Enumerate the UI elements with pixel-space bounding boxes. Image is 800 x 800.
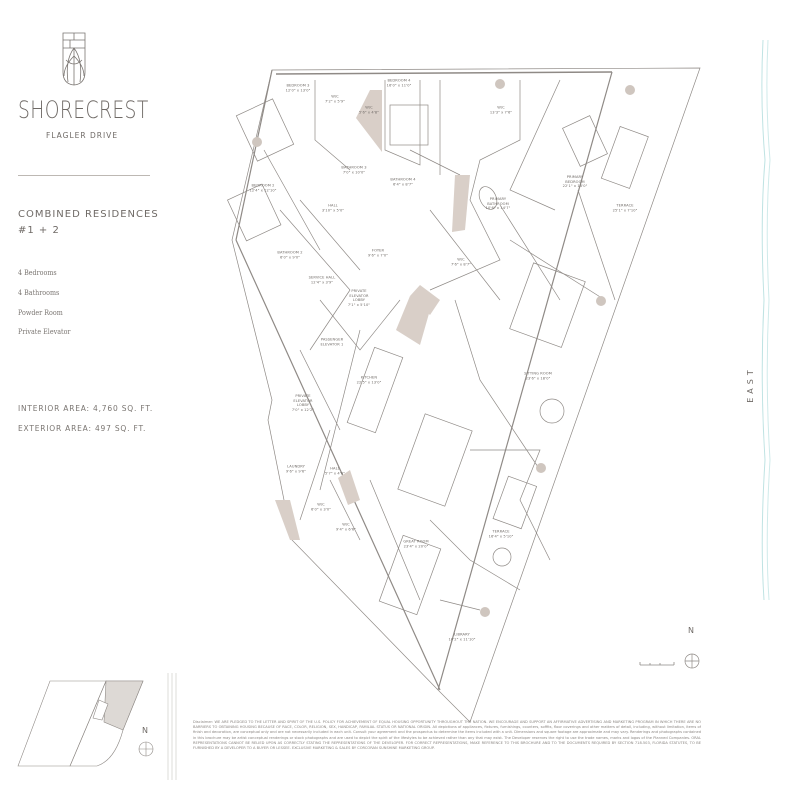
- divider: [18, 175, 150, 176]
- key-plan-compass-icon: [138, 741, 154, 757]
- street-lines: [167, 673, 177, 780]
- feature-item: 4 Bathrooms: [18, 288, 60, 297]
- feature-item: 4 Bedrooms: [18, 268, 57, 277]
- key-plan-north-label: N: [142, 726, 148, 735]
- disclaimer: Disclaimer: WE ARE PLEDGED TO THE LETTER…: [193, 720, 701, 751]
- interior-area: INTERIOR AREA: 4,760 SQ. FT.: [18, 404, 153, 413]
- north-label: N: [688, 626, 694, 635]
- room-label-passenger-elevator: PASSENGER ELEVATOR 1: [320, 337, 344, 346]
- scale-bar: [639, 662, 675, 666]
- water-line: [761, 39, 766, 601]
- exterior-area: EXTERIOR AREA: 497 SQ. FT.: [18, 424, 147, 433]
- residence-title-line2: #1 + 2: [18, 225, 60, 236]
- feature-item: Private Elevator: [18, 327, 71, 336]
- feature-item: Powder Room: [18, 308, 63, 317]
- shorecrest-logo: [62, 32, 86, 86]
- brand-subtitle: FLAGLER DRIVE: [46, 131, 119, 140]
- east-label: EAST: [745, 366, 755, 403]
- key-plan: [17, 680, 144, 767]
- brand-name: SHORECREST: [18, 96, 149, 124]
- residence-title: COMBINED RESIDENCES #1 + 2: [18, 207, 159, 239]
- residence-title-line1: COMBINED RESIDENCES: [18, 209, 159, 220]
- compass-icon: [684, 653, 700, 669]
